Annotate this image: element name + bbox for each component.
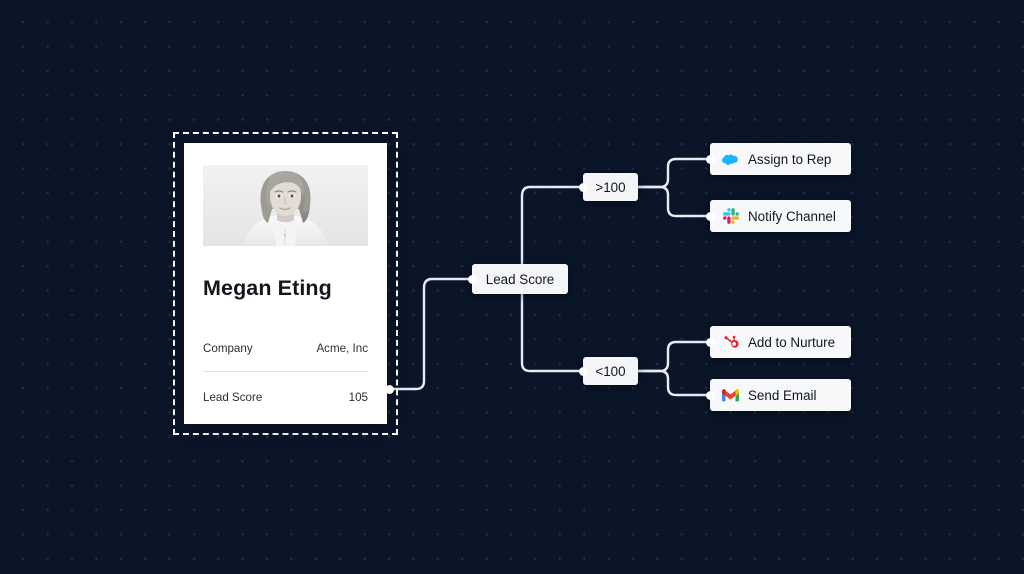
wire-card-to-lead-score <box>387 277 474 391</box>
avatar <box>203 165 368 246</box>
node-lead-score-label: Lead Score <box>485 271 555 287</box>
port-add-nurture-input[interactable] <box>706 338 715 347</box>
node-condition-less-than-100[interactable]: <100 <box>583 357 638 385</box>
node-notify-channel-label: Notify Channel <box>748 208 836 224</box>
wire-lead-score-to-lt100 <box>520 292 585 373</box>
port-send-email-input[interactable] <box>706 391 715 400</box>
port-lead-score-input[interactable] <box>468 275 477 284</box>
lead-name: Megan Eting <box>203 276 332 300</box>
port-assign-rep-input[interactable] <box>706 155 715 164</box>
node-condition-greater-than-100[interactable]: >100 <box>583 173 638 201</box>
hubspot-icon <box>722 334 739 351</box>
salesforce-icon <box>722 151 739 168</box>
wire-lead-score-to-gt100 <box>520 185 585 266</box>
gmail-icon <box>722 387 739 404</box>
node-assign-to-rep-label: Assign to Rep <box>748 151 832 167</box>
node-condition-less-label: <100 <box>595 363 626 379</box>
node-lead-score[interactable]: Lead Score <box>472 264 568 294</box>
slack-icon <box>722 208 739 225</box>
card-row-company-label: Company <box>203 342 253 355</box>
card-row-lead-score-label: Lead Score <box>203 391 263 404</box>
card-row-lead-score: Lead Score 105 <box>203 391 368 413</box>
card-row-company-value: Acme, Inc <box>316 342 368 355</box>
node-condition-greater-label: >100 <box>595 179 626 195</box>
port-notify-channel-input[interactable] <box>706 212 715 221</box>
node-send-email[interactable]: Send Email <box>710 379 851 411</box>
card-row-lead-score-value: 105 <box>348 391 368 404</box>
node-add-to-nurture[interactable]: Add to Nurture <box>710 326 851 358</box>
node-add-to-nurture-label: Add to Nurture <box>748 334 836 350</box>
port-gt100-input[interactable] <box>579 183 588 192</box>
wire-lt100-to-add-nurture <box>636 340 712 373</box>
wire-lt100-to-send-email <box>636 369 712 397</box>
port-card-output[interactable] <box>385 385 394 394</box>
port-lt100-input[interactable] <box>579 367 588 376</box>
card-row-company: Company Acme, Inc <box>203 342 368 364</box>
card-divider <box>203 371 368 372</box>
node-send-email-label: Send Email <box>748 387 817 403</box>
wire-gt100-to-assign-rep <box>636 157 712 189</box>
node-notify-channel[interactable]: Notify Channel <box>710 200 851 232</box>
node-assign-to-rep[interactable]: Assign to Rep <box>710 143 851 175</box>
lead-card[interactable]: Megan Eting Company Acme, Inc Lead Score… <box>184 143 387 424</box>
wire-gt100-to-notify-channel <box>636 185 712 218</box>
